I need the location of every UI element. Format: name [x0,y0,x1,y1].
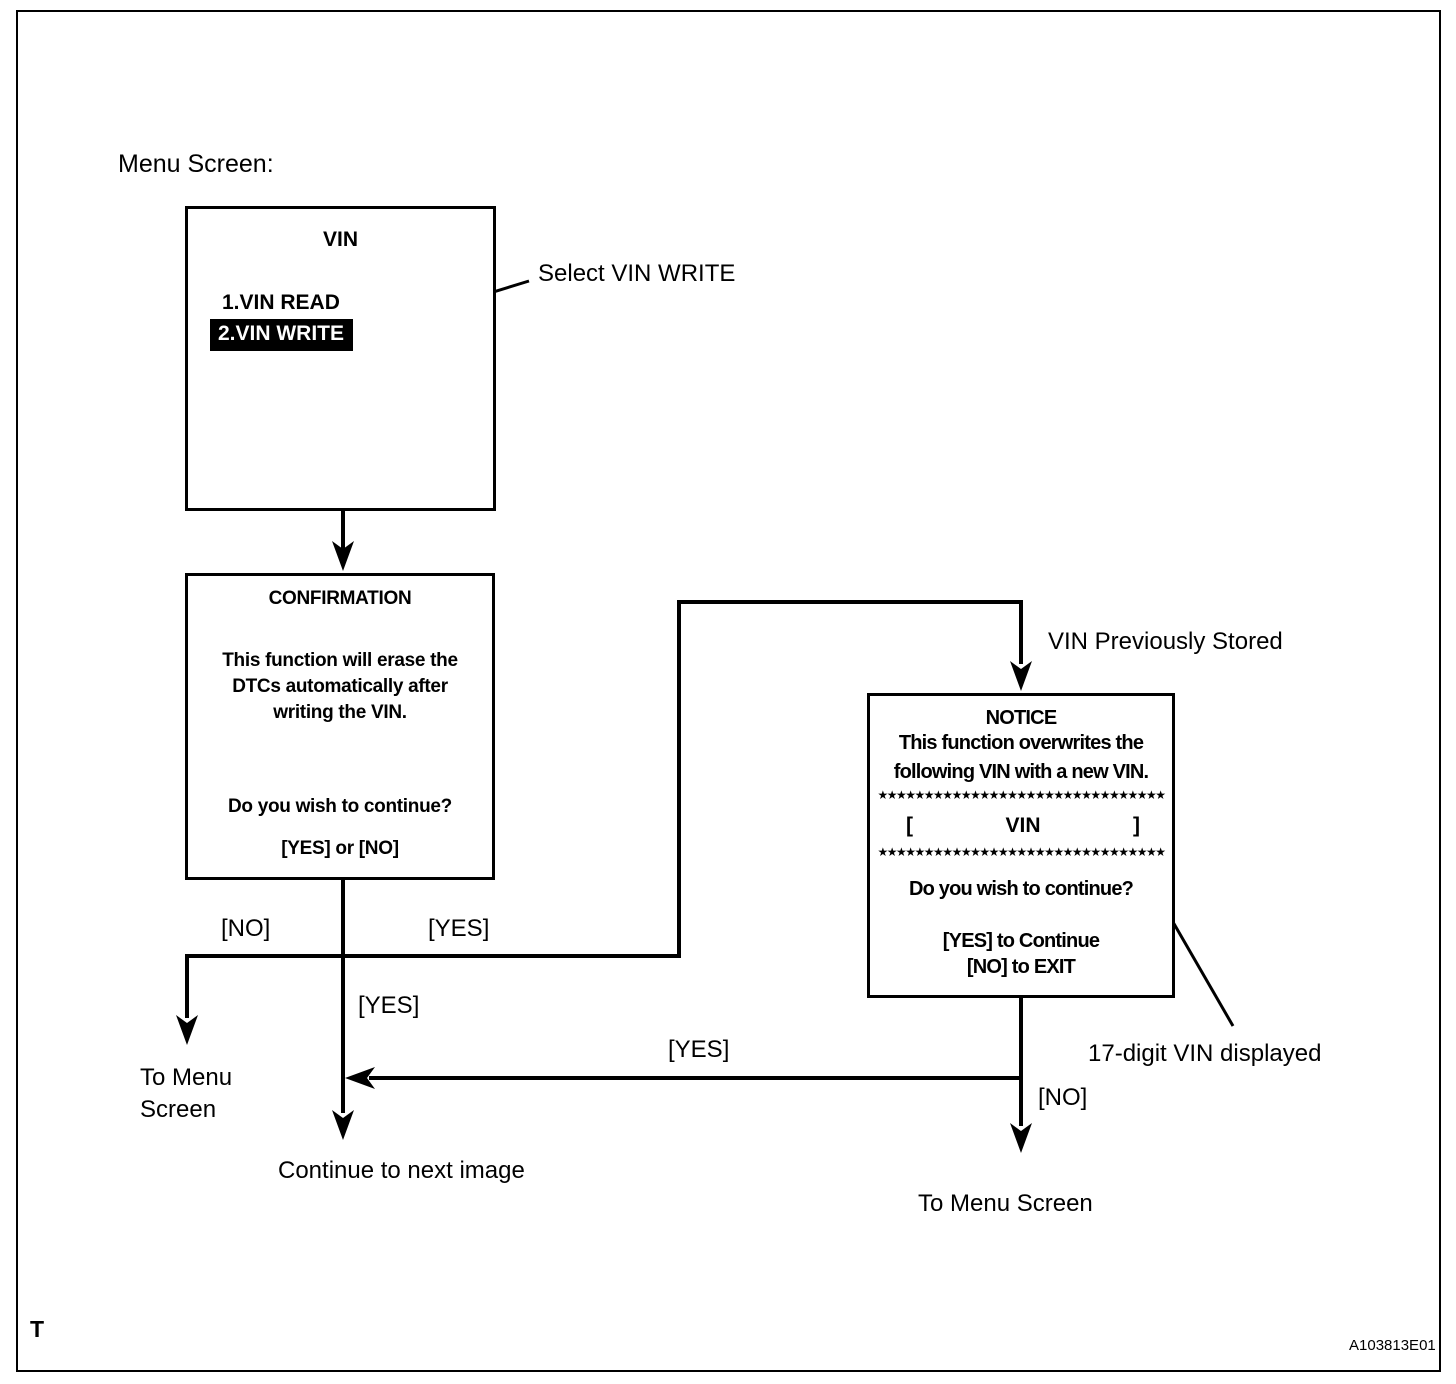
label-yes-branch: [YES] [428,915,490,942]
confirmation-box: CONFIRMATION This function will erase th… [185,573,495,880]
confirmation-line2: DTCs automatically after [232,676,448,697]
notice-stars-bottom: ★★★★★★★★★★★★★★★★★★★★★★★★★★★★★★★ [877,845,1167,859]
footer-page-letter: T [30,1316,45,1342]
confirmation-line3: writing the VIN. [273,702,407,723]
notice-question: Do you wish to continue? [908,878,1134,900]
notice-box: NOTICE This function overwrites the foll… [867,693,1175,998]
confirmation-options: [YES] or [NO] [281,838,399,859]
label-17-digit-vin: 17-digit VIN displayed [1088,1040,1322,1067]
menu-item-vin-write-selected: 2.VIN WRITE [210,319,354,351]
confirmation-question: Do you wish to continue? [228,796,452,817]
label-menu-screen: Menu Screen: [118,150,274,178]
label-yes-return: [YES] [668,1036,730,1063]
notice-line1: This function overwrites the [898,732,1144,754]
label-vin-previously-stored: VIN Previously Stored [1048,628,1283,655]
label-continue-next-image: Continue to next image [278,1157,525,1184]
page-border [16,10,1441,1372]
notice-no-line: [NO] to EXIT [966,956,1076,978]
label-yes-continue: [YES] [358,992,420,1019]
label-to-menu-screen-left: To Menu Screen [140,1062,232,1126]
menu-screen-box: VIN 1.VIN READ 2.VIN WRITE [185,206,496,511]
footer-figure-code: A103813E01 [1349,1337,1436,1354]
notice-bracket-open: [ [906,814,913,837]
menu-box-title: VIN [322,228,358,251]
notice-vin-label: VIN [1005,814,1041,837]
label-to-menu-screen-right: To Menu Screen [918,1190,1093,1217]
notice-yes-line: [YES] to Continue [942,930,1100,952]
to-menu-line2: Screen [140,1096,217,1123]
notice-title: NOTICE [985,707,1058,729]
label-no-exit: [NO] [1038,1084,1088,1111]
notice-bracket-close: ] [1132,814,1140,837]
notice-stars-top: ★★★★★★★★★★★★★★★★★★★★★★★★★★★★★★★ [877,788,1167,802]
menu-item-vin-read: 1.VIN READ [222,291,340,314]
confirmation-title: CONFIRMATION [268,588,412,609]
notice-line2: following VIN with a new VIN. [893,761,1149,783]
label-select-vin-write: Select VIN WRITE [538,260,736,287]
label-no-branch: [NO] [221,915,271,942]
notice-vin-display: [ VIN ] [870,814,1172,838]
to-menu-line1: To Menu [140,1064,233,1091]
confirmation-line1: This function will erase the [222,650,458,671]
